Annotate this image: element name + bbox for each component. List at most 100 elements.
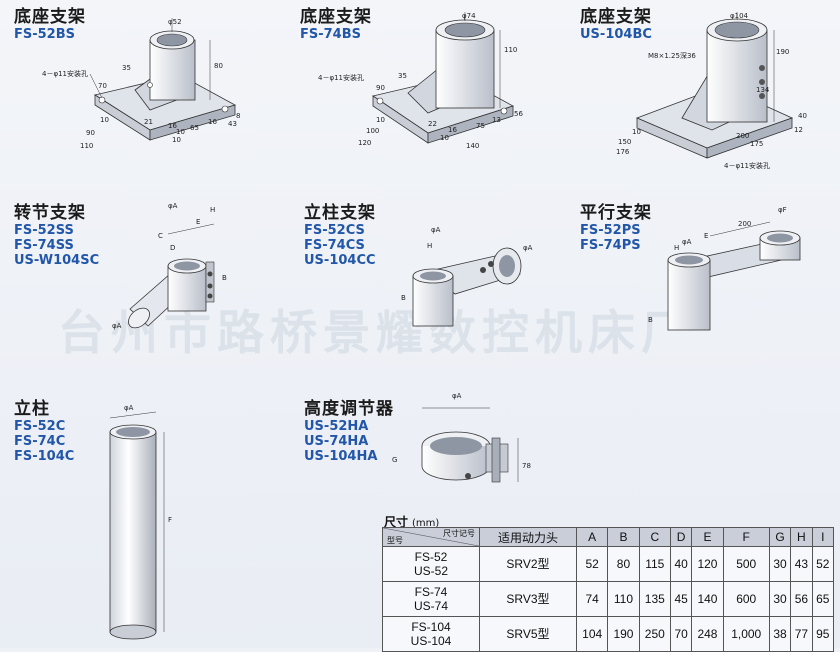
dim-label: 56: [514, 110, 523, 118]
section-title: 底座支架: [300, 7, 372, 27]
dim-label: 4－φ11安装孔: [318, 73, 364, 82]
value-cell: 65: [811, 581, 835, 617]
section-title: 立柱支架: [304, 203, 376, 223]
model-code: US-104HA: [304, 449, 378, 464]
watermark: 台州市路桥景耀数控机床厂: [58, 306, 694, 361]
section-parallel-bracket: 平行支架 FS-52PS FS-74PS: [580, 203, 652, 254]
header-col: E: [691, 527, 724, 547]
power-cell: SRV5型: [479, 616, 577, 652]
section-title: 平行支架: [580, 203, 652, 223]
model-name: US-104: [410, 634, 452, 648]
dim-label: 70: [98, 82, 107, 90]
dim-label: B: [222, 274, 227, 282]
dim-label: 4－φ11安装孔: [724, 161, 770, 170]
drawing-base-bracket-104: φ104 M8×1.25深36 190 134 10 150 176 200 1…: [616, 12, 807, 170]
dim-label: 150: [618, 138, 631, 146]
model-code: US-104BC: [580, 27, 652, 42]
table-title: 尺寸(mm): [384, 513, 439, 530]
model-name: FS-74: [414, 585, 448, 599]
model-name: FS-104: [411, 620, 451, 634]
value-cell: 45: [669, 581, 693, 617]
dim-label: H: [427, 242, 432, 250]
model-name: US-74: [413, 599, 448, 613]
dim-label: φA: [112, 322, 122, 330]
value-cell: 500: [722, 546, 770, 582]
header-col: D: [669, 527, 693, 547]
value-cell: 52: [811, 546, 835, 582]
header-col: B: [607, 527, 640, 547]
dim-label: 13: [492, 116, 501, 124]
section-column: 立柱 FS-52C FS-74C FS-104C: [14, 400, 74, 465]
dim-label: G: [392, 456, 397, 464]
model-name: US-52: [413, 564, 448, 578]
dim-label: 35: [122, 64, 131, 72]
model-code: FS-74BS: [300, 27, 362, 42]
dim-label: 12: [794, 126, 803, 134]
dim-label: B: [401, 294, 406, 302]
dim-label: 110: [80, 142, 93, 150]
corner-header: 尺寸记号 型号: [382, 527, 480, 547]
value-cell: 600: [722, 581, 770, 617]
drawing-column-bracket: φA B H φA: [401, 226, 533, 327]
header-col: A: [575, 527, 609, 547]
value-cell: 43: [790, 546, 813, 582]
dim-label: 80: [214, 62, 223, 70]
dim-label: φA: [168, 202, 178, 210]
dim-label: φF: [778, 206, 787, 214]
model-code: US-104CC: [304, 253, 376, 268]
model-code: FS-52CS: [304, 223, 365, 238]
model-code: FS-74C: [14, 434, 66, 449]
dim-label: φA: [431, 226, 441, 234]
dim-label: 43: [228, 120, 237, 128]
dim-label: B: [648, 316, 653, 324]
dim-label: 16: [208, 118, 217, 126]
corner-bottom: 型号: [387, 536, 403, 545]
dim-label: E: [196, 218, 200, 226]
dim-label: 10: [632, 128, 641, 136]
value-cell: 74: [575, 581, 609, 617]
dim-label: 10: [376, 116, 385, 124]
dim-label: D: [170, 244, 175, 252]
header-power: 适用动力头: [479, 527, 577, 547]
header-col: F: [722, 527, 770, 547]
value-cell: 80: [607, 546, 640, 582]
dim-label: φ52: [168, 18, 182, 26]
section-column-bracket: 立柱支架 FS-52CS FS-74CS US-104CC: [304, 203, 376, 269]
section-swivel-bracket: 转节支架 FS-52SS FS-74SS US-W104SC: [14, 204, 99, 269]
section-title: 底座支架: [14, 7, 86, 27]
drawing-base-bracket-52: φ52 80 4－φ11安装孔 70 35 21 16 10 90 110 65…: [42, 18, 240, 150]
table-header-row: 尺寸记号 型号 适用动力头 A B C D E F G H I: [382, 527, 835, 547]
value-cell: 250: [638, 616, 671, 652]
table-title-text: 尺寸: [384, 515, 409, 529]
power-cell: SRV3型: [479, 581, 577, 617]
dim-label: 10: [100, 116, 109, 124]
dim-label: 78: [522, 462, 531, 470]
dim-label: φA: [452, 392, 462, 400]
dim-label: 120: [358, 139, 371, 147]
dim-label: 22: [428, 120, 437, 128]
model-code: FS-52PS: [580, 223, 641, 238]
dim-label: 10: [440, 134, 449, 142]
drawing-parallel-bracket: φF 200 φA H B E: [648, 206, 801, 331]
dim-label: M8×1.25深36: [648, 51, 696, 60]
dim-label: 35: [398, 72, 407, 80]
dim-label: φA: [124, 404, 134, 412]
section-base-bracket-74: 底座支架 FS-74BS: [300, 7, 372, 43]
value-cell: 120: [691, 546, 724, 582]
dim-label: 100: [366, 127, 379, 135]
dim-label: φA: [682, 238, 692, 246]
dim-label: 10: [176, 128, 185, 136]
corner-top: 尺寸记号: [443, 529, 475, 538]
value-cell: 30: [768, 546, 792, 582]
dim-label: 110: [504, 46, 517, 54]
dim-label: 176: [616, 148, 630, 156]
dim-label: 90: [376, 84, 385, 92]
value-cell: 52: [575, 546, 609, 582]
section-title: 高度调节器: [304, 399, 394, 419]
